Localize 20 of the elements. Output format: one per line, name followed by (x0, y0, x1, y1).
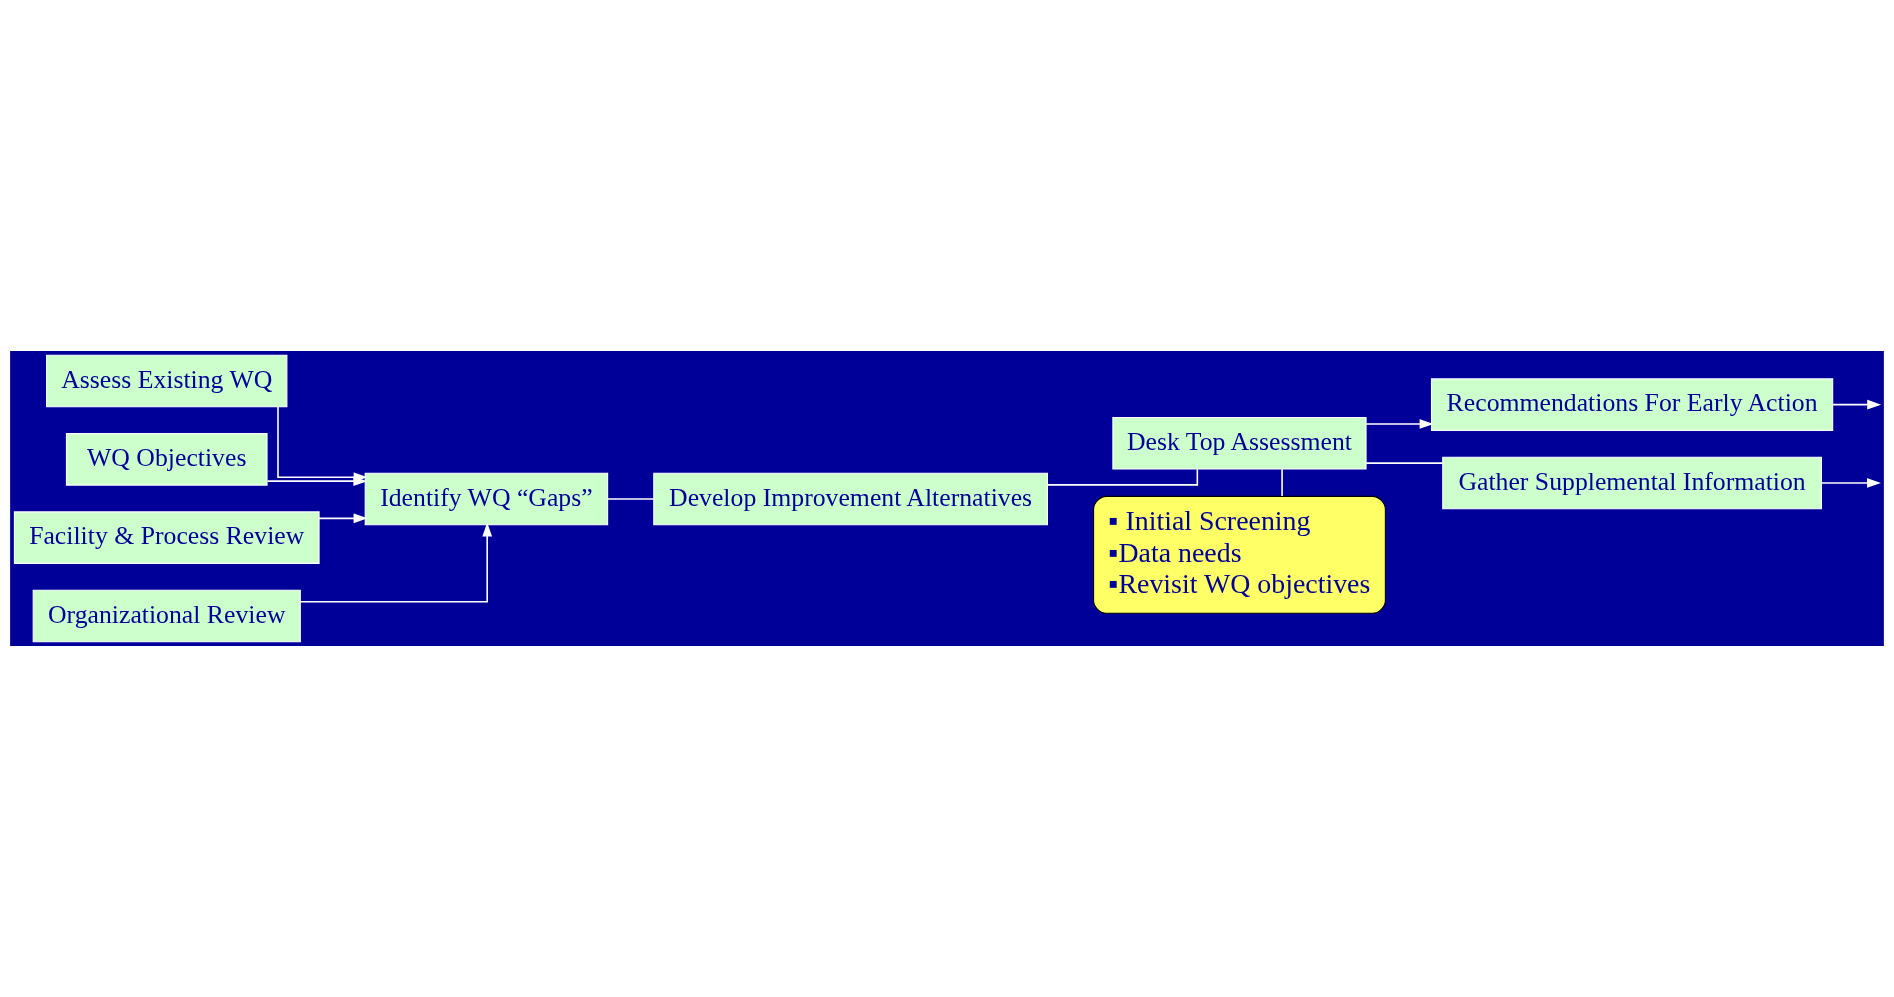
node-box: Gather Supplemental Information (1442, 456, 1822, 510)
node-box: WQ Objectives (65, 433, 268, 486)
node-box: Recommendations For Early Action (1430, 378, 1834, 431)
arrow (1831, 399, 1882, 410)
connector (606, 498, 655, 500)
connector (1365, 462, 1444, 464)
arrow (1820, 478, 1881, 488)
arrow (299, 522, 493, 603)
arrow (266, 476, 368, 487)
node-box: ▪ Initial Screening ▪Data needs ▪Revisit WQ objectives (1093, 495, 1386, 614)
node-box: Facility & Process Review (13, 511, 320, 564)
node-box: Develop Improvement Alternatives (653, 472, 1048, 526)
arrow (318, 513, 368, 524)
node-box: Identify WQ “Gaps” (364, 472, 609, 526)
arrow (1365, 419, 1434, 429)
node-box: Organizational Review (32, 589, 301, 643)
node-box: Desk Top Assessment (1112, 416, 1367, 470)
connector (1281, 468, 1283, 497)
connector (1046, 468, 1199, 486)
node-box: Assess Existing WQ (46, 354, 288, 408)
